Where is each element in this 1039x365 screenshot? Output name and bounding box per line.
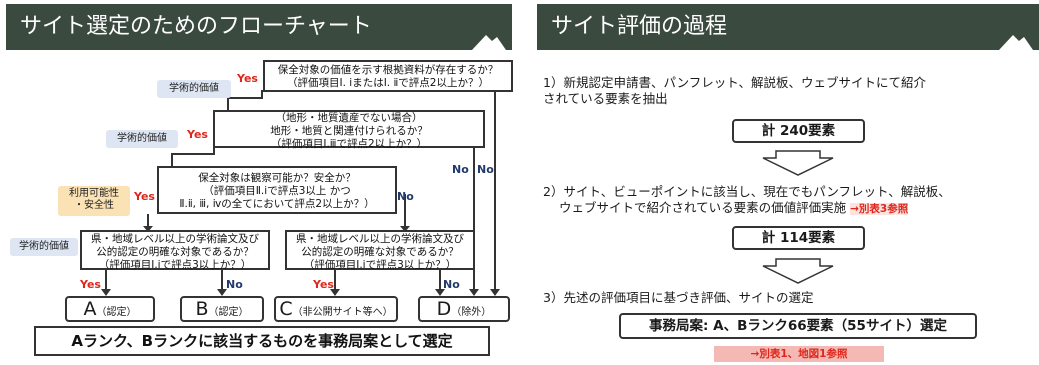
question-box-2: （地形・地質遺産でない場合） 地形・地質と関連付けられるか？ （評価項目Ⅰ.ⅲで… [213, 110, 485, 150]
conclusion-text: Aランク、Bランクに該当するものを事務局案として選定 [71, 332, 453, 350]
result-a: A（認定） [65, 296, 155, 322]
count-240-text: 計 240要素 [761, 123, 836, 139]
step-1-line: されている要素を抽出 [543, 91, 668, 106]
result-d-note: （除外） [451, 307, 492, 318]
count-240-box: 計 240要素 [732, 119, 865, 143]
result-c-letter: C [279, 298, 293, 320]
mountain-icon [472, 35, 506, 50]
q4-line: （評価項目Ⅰ.ⅰで評点3以上か？） [98, 259, 252, 271]
down-arrow-2 [762, 258, 834, 284]
q1-line: （評価項目Ⅰ. ⅰまたはⅠ. ⅱで評点2以上か？） [287, 77, 489, 89]
question-box-5: 県・地域レベル以上の学術論文及び 公的認定の明確な対象であるか？ （評価項目Ⅰ.… [285, 230, 475, 271]
q2-line: 地形・地質と関連付けられるか？ [270, 125, 428, 137]
count-114-text: 計 114要素 [761, 230, 836, 246]
question-box-3: 保全対象は観察可能か？安全か？ （評価項目Ⅱ.ⅰで評点3以上 かつ Ⅱ.ⅱ, ⅲ… [157, 166, 397, 214]
final-selection-text: 事務局案: A、Bランク66要素（55サイト）選定 [649, 318, 947, 334]
q1-line: 保全対象の価値を示す根拠資料が存在するか？ [277, 64, 499, 76]
conclusion-box: Aランク、Bランクに該当するものを事務局案として選定 [34, 326, 490, 356]
count-114-box: 計 114要素 [732, 226, 865, 250]
down-arrow-1 [762, 150, 834, 176]
result-d: D（除外） [418, 296, 510, 322]
tag-label: 学術的価値 [169, 83, 219, 94]
left-title: サイト選定のためのフローチャート [20, 14, 372, 39]
q5-line: 公的認定の明確な対象であるか？ [301, 246, 459, 258]
step-2-line2: ウェブサイトで紹介されている要素の価値評価実施 [559, 200, 847, 215]
tag-academic-value-3: 学術的価値 [10, 238, 78, 256]
tag-label: ・安全性 [74, 200, 114, 211]
ref-table-1-map-1-text: →別表1、地図1参照 [750, 348, 848, 360]
q4-line: 県・地域レベル以上の学術論文及び [91, 233, 259, 245]
yes-label-q3: Yes [134, 190, 155, 203]
no-label-q1: No [477, 163, 494, 176]
step-3: 3）先述の評価項目に基づき評価、サイトの選定 [543, 290, 1037, 306]
result-b: B（認定） [180, 296, 264, 322]
final-selection-box: 事務局案: A、Bランク66要素（55サイト）選定 [619, 313, 977, 339]
question-box-1: 保全対象の価値を示す根拠資料が存在するか？ （評価項目Ⅰ. ⅰまたはⅠ. ⅱで評… [263, 60, 513, 92]
left-title-banner: サイト選定のためのフローチャート [6, 4, 512, 50]
q2-line: （地形・地質遺産でない場合） [275, 112, 423, 124]
q2-line: （評価項目Ⅰ.ⅲで評点2以上か？） [270, 138, 428, 150]
yes-label-q2: Yes [187, 128, 208, 141]
result-c: C（非公開サイト等へ） [274, 296, 398, 322]
q3-line: （評価項目Ⅱ.ⅰで評点3以上 かつ [203, 185, 351, 197]
tag-label: 学術的価値 [19, 241, 69, 252]
no-label-q5: No [443, 278, 460, 291]
result-c-note: （非公開サイト等へ） [292, 307, 393, 318]
ref-table-1-map-1-link[interactable]: →別表1、地図1参照 [714, 346, 884, 362]
tag-academic-value-2: 学術的価値 [106, 130, 178, 148]
result-d-letter: D [436, 298, 452, 320]
ref-table-3-link[interactable]: →別表3参照 [850, 203, 909, 215]
q4-line: 公的認定の明確な対象であるか？ [96, 246, 254, 258]
step-3-text: 3）先述の評価項目に基づき評価、サイトの選定 [543, 290, 814, 305]
yes-label-q1: Yes [237, 72, 258, 85]
no-label-q2: No [452, 163, 469, 176]
q3-line: Ⅱ.ⅱ, ⅲ, ⅳの全てにおいて評点2以上か？） [179, 198, 375, 210]
q5-line: 県・地域レベル以上の学術論文及び [296, 233, 464, 245]
step-2: 2）サイト、ビューポイントに該当し、現在でもパンフレット、解説板、 ウェブサイト… [543, 184, 1039, 217]
step-2-line: 2）サイト、ビューポイントに該当し、現在でもパンフレット、解説板、 [543, 184, 951, 199]
mountain-icon [999, 35, 1033, 50]
step-1-line: 1）新規認定申請書、パンフレット、解説板、ウェブサイトにて紹介 [543, 75, 926, 90]
result-b-note: （認定） [208, 307, 249, 318]
yes-label-q5: Yes [313, 278, 334, 291]
no-label-q3: No [397, 190, 414, 203]
q3-line: 保全対象は観察可能か？安全か？ [198, 172, 356, 184]
tag-label: 利用可能性 [69, 188, 119, 199]
no-label-q4: No [226, 278, 243, 291]
result-a-note: （認定） [96, 307, 137, 318]
tag-usability-safety: 利用可能性 ・安全性 [58, 186, 130, 216]
yes-label-q4: Yes [80, 278, 101, 291]
result-b-letter: B [195, 298, 209, 320]
step-2-line: ウェブサイトで紹介されている要素の価値評価実施 →別表3参照 [543, 200, 1039, 217]
result-a-letter: A [83, 298, 97, 320]
tag-academic-value-1: 学術的価値 [157, 80, 231, 98]
tag-label: 学術的価値 [117, 133, 167, 144]
question-box-4: 県・地域レベル以上の学術論文及び 公的認定の明確な対象であるか？ （評価項目Ⅰ.… [80, 230, 270, 271]
q5-line: （評価項目Ⅰ.ⅰで評点3以上か？） [303, 259, 457, 271]
right-title: サイト評価の過程 [551, 14, 728, 39]
step-1: 1）新規認定申請書、パンフレット、解説板、ウェブサイトにて紹介 されている要素を… [543, 75, 1037, 107]
right-title-banner: サイト評価の過程 [537, 4, 1039, 50]
